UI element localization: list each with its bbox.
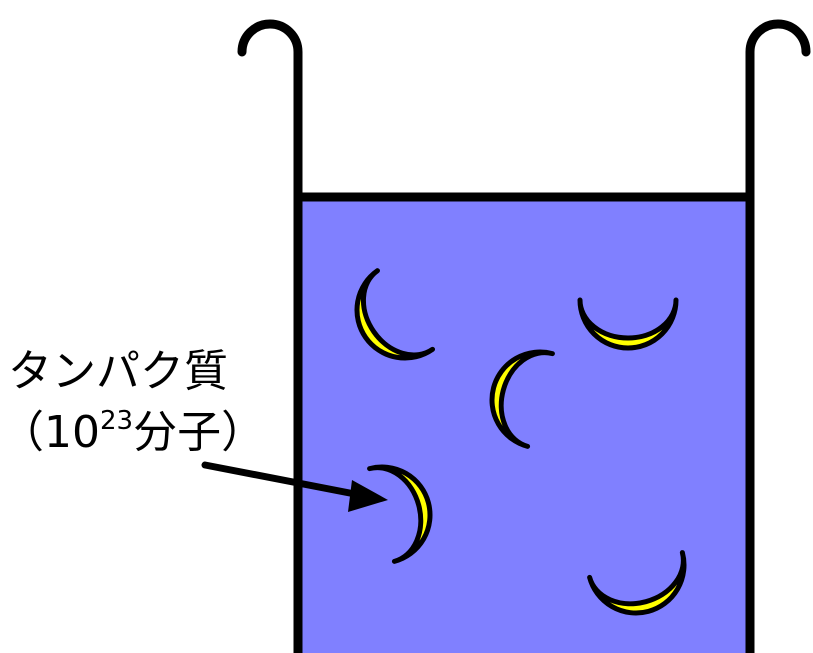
molecule-count-exponent: 23 bbox=[100, 406, 134, 436]
protein-molecule bbox=[489, 349, 555, 449]
container-left-wall bbox=[237, 19, 303, 653]
protein-molecule bbox=[587, 550, 687, 616]
molecule-count-label: （1023分子） bbox=[0, 408, 265, 455]
protein-label: タンパク質 bbox=[8, 346, 228, 397]
container-right-wall bbox=[745, 19, 811, 653]
protein-molecule bbox=[577, 297, 679, 351]
pointer-arrow-head bbox=[348, 480, 388, 512]
protein-molecule bbox=[354, 268, 436, 361]
molecule-count-close: 分子） bbox=[133, 407, 266, 458]
protein-molecule bbox=[367, 464, 433, 564]
molecule-count-open: （10 bbox=[0, 407, 100, 458]
pointer-arrow-shaft bbox=[201, 461, 364, 499]
